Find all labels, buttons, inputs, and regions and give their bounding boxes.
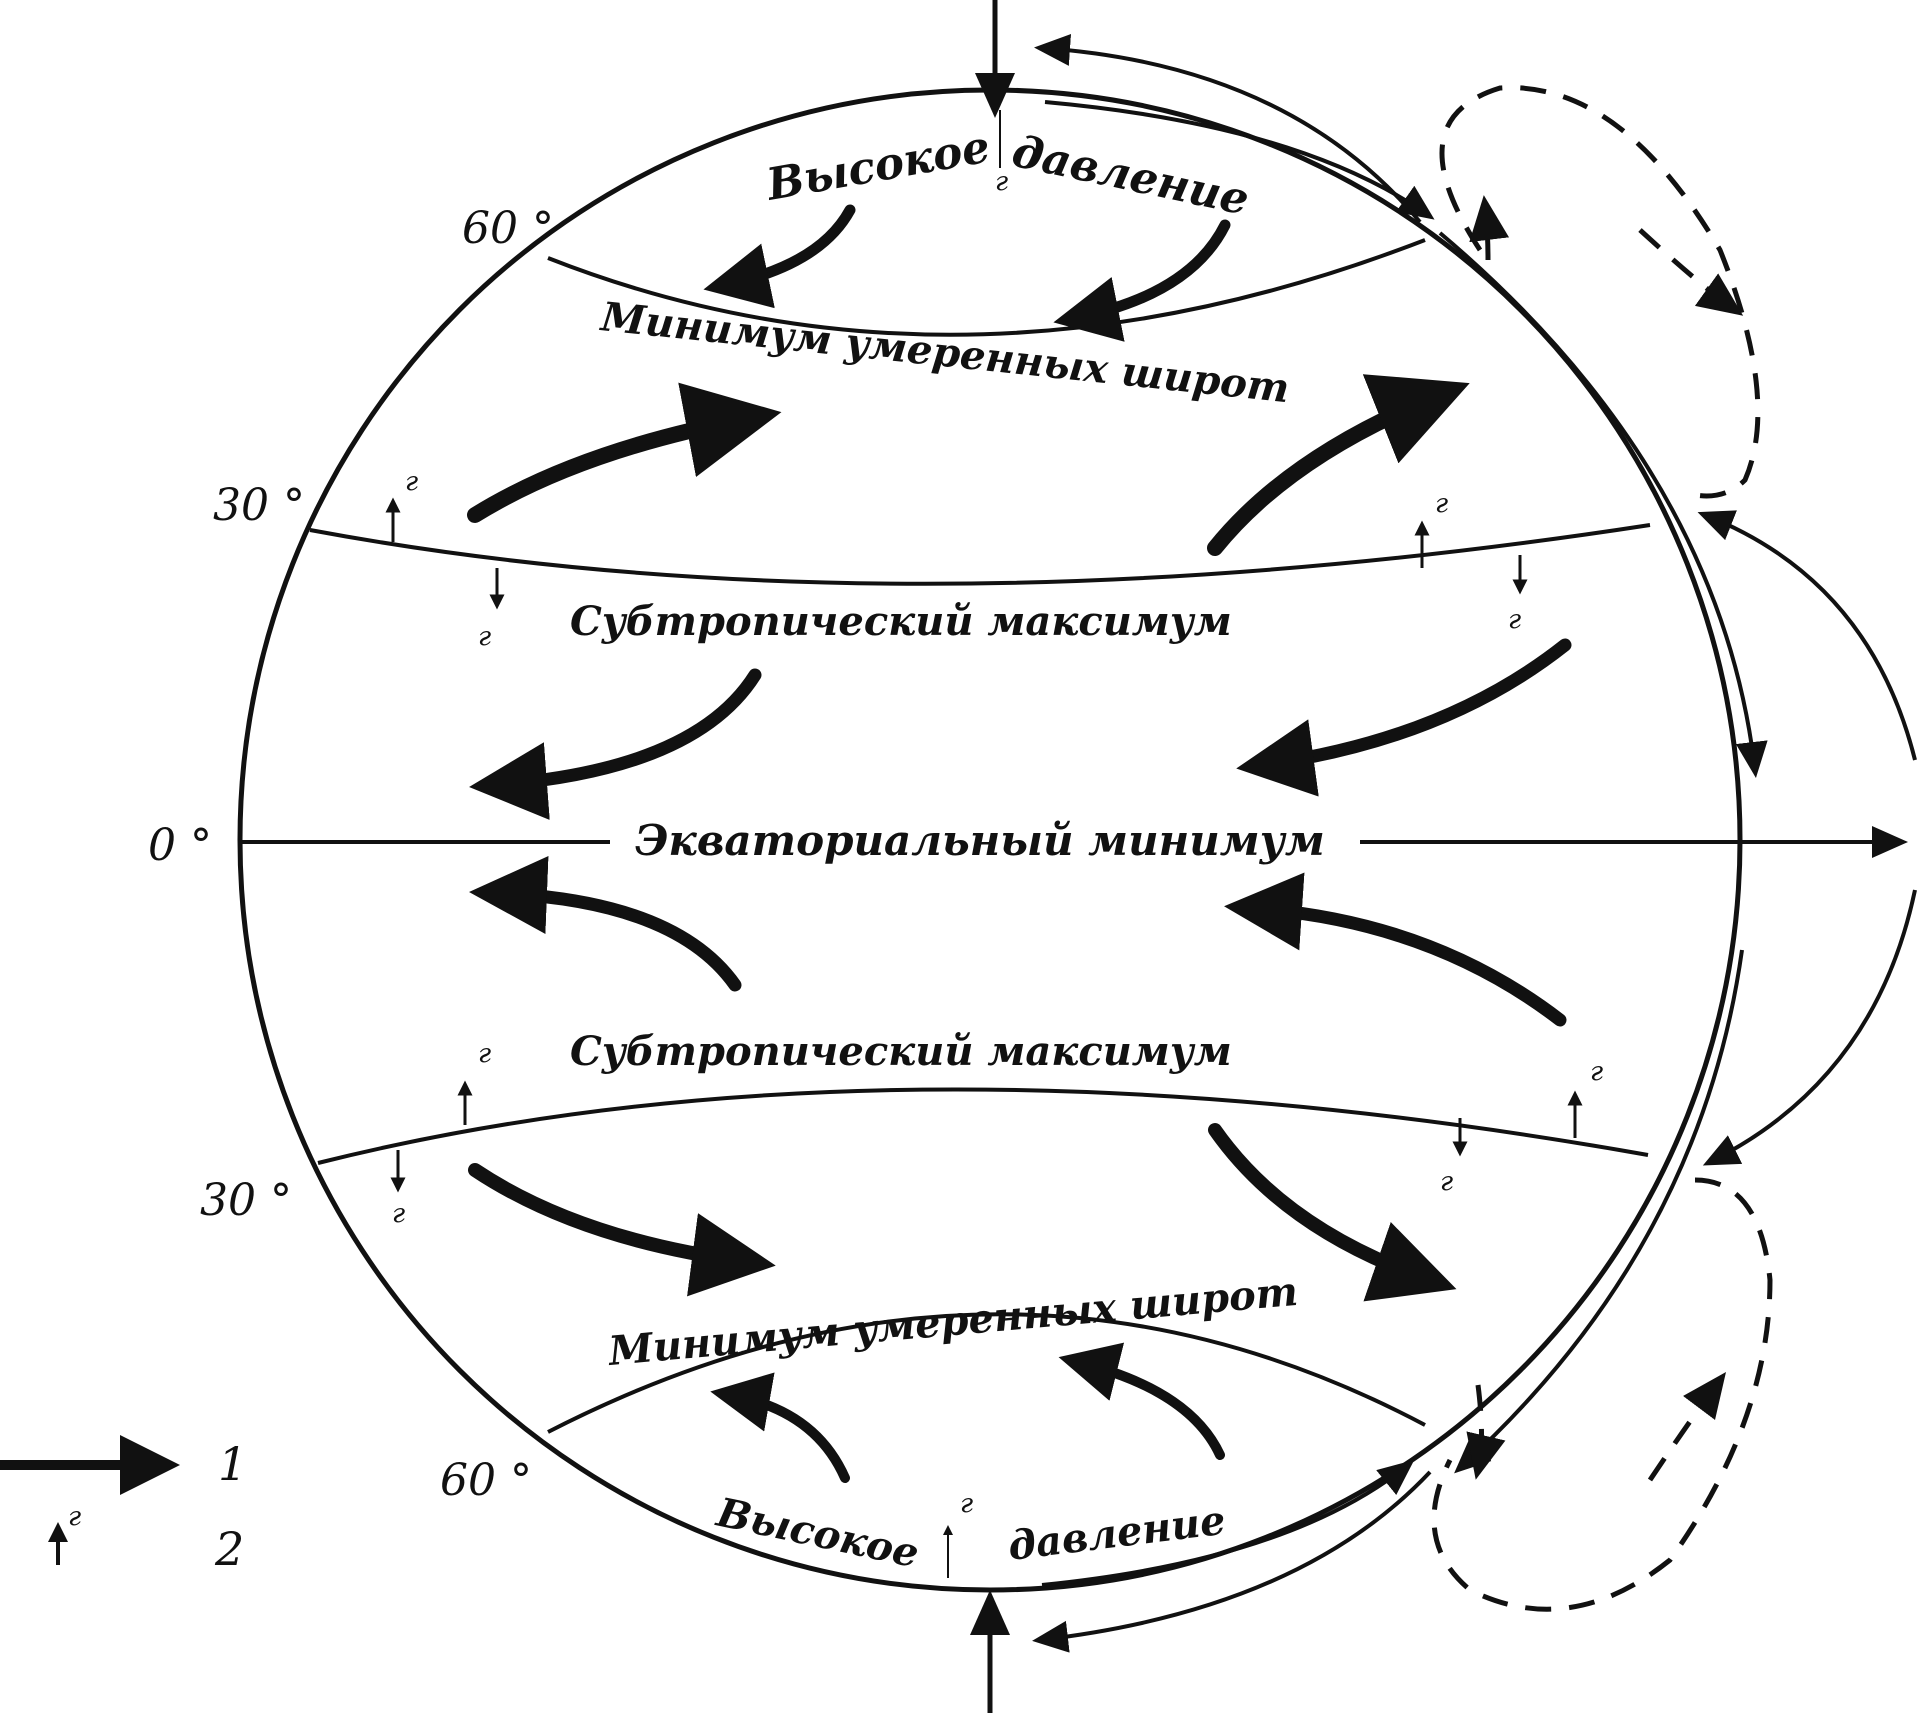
gradient-letter: г (1440, 1167, 1453, 1197)
wind-arrow (1236, 638, 1572, 797)
gradient-letter: г (1435, 489, 1448, 519)
gradient-markers (385, 497, 1583, 1193)
gradient-marker-letters: г г г г г г г г г г (392, 167, 1603, 1519)
gradient-letter: г (478, 622, 491, 652)
wind-arrow (1207, 374, 1470, 556)
label-north-subtropical-high: Субтропический максимум (570, 598, 1232, 645)
legend-item-1-number: 1 (218, 1437, 247, 1491)
upper-arrow (1041, 1459, 1415, 1587)
upper-circulation-arrows (1032, 33, 1917, 1653)
gradient-letter: г (960, 1489, 973, 1519)
wind-arrow (1053, 219, 1231, 342)
dashed-cell-south-arrow (1647, 1371, 1726, 1482)
gradient-letter: г (995, 167, 1008, 197)
latitude-line-north-60 (547, 238, 1426, 337)
upper-arrow (1044, 100, 1435, 220)
latitude-line-south-60 (547, 1312, 1426, 1434)
label-south-high-pressure-1: Высокое (712, 1489, 923, 1578)
dashed-cell-south (1431, 1177, 1773, 1612)
label-north-high-pressure-2: давление (1008, 126, 1254, 226)
upper-arrow (1032, 1470, 1432, 1653)
label-north-high-pressure-1: Высокое (761, 121, 994, 211)
gradient-letter: г (1508, 605, 1521, 635)
legend: 1 г 2 (0, 1435, 247, 1576)
gradient-letter: г (405, 467, 418, 497)
gradient-letter: г (478, 1039, 491, 1069)
gradient-letter: г (1590, 1057, 1603, 1087)
wind-arrow (467, 382, 782, 523)
upper-arrow (1702, 889, 1917, 1166)
latitude-label-south-60: 60 ° (440, 1455, 532, 1506)
label-south-subtropical-high: Субтропический максимум (570, 1028, 1232, 1075)
label-south-temperate-low: Минимум умеренных широт (605, 1268, 1300, 1375)
dashed-circulation-cells (1431, 85, 1773, 1612)
legend-item-2-number: 2 (214, 1522, 244, 1576)
wind-arrow (469, 856, 742, 992)
legend-gradient-letter: г (68, 1502, 81, 1532)
dashed-cell-south-arrow-2 (1466, 1384, 1506, 1480)
latitude-line-north-30 (309, 523, 1651, 586)
latitude-line-south-30 (317, 1087, 1649, 1165)
upper-arrow (1034, 33, 1422, 224)
upper-arrow (1454, 949, 1744, 1474)
dashed-cell-north-arrow-2 (1469, 195, 1510, 261)
wind-arrow (703, 204, 856, 309)
gradient-letter: г (392, 1199, 405, 1229)
latitude-label-equator: 0 ° (148, 820, 212, 871)
upper-arrow (1438, 231, 1768, 778)
upper-arrow (1697, 510, 1917, 761)
wind-arrow (710, 1372, 850, 1483)
wind-arrow (1224, 872, 1567, 1027)
dashed-cell-north (1439, 85, 1761, 499)
wind-arrow (469, 668, 762, 820)
latitude-label-south-30: 30 ° (200, 1175, 292, 1226)
dashed-cell-north-arrow (1638, 228, 1744, 316)
surface-wind-arrows (467, 204, 1572, 1483)
label-equatorial-low: Экваториальный минимум (635, 816, 1325, 865)
latitude-label-north-60: 60 ° (462, 203, 554, 254)
wind-arrow (1208, 1123, 1457, 1302)
latitude-label-north-30: 30 ° (213, 480, 305, 531)
wind-arrow (1058, 1342, 1225, 1460)
wind-arrow (468, 1163, 776, 1297)
